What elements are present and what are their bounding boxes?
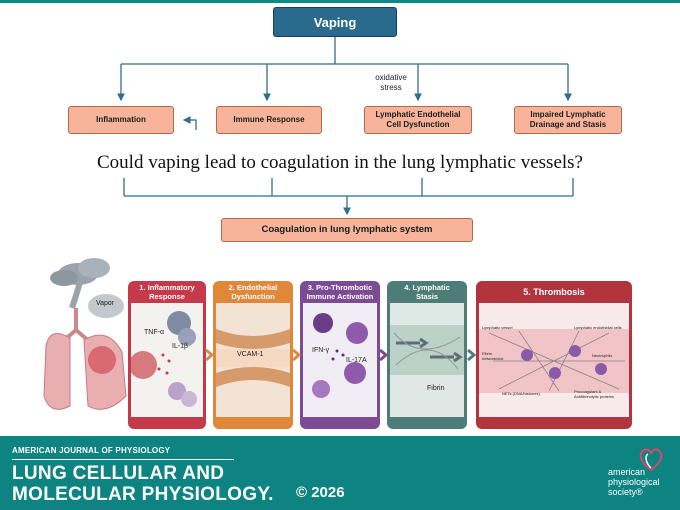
neutrophils-label: Neutrophils [592, 353, 613, 358]
il-17a-label: IL-17A [346, 357, 367, 364]
chevron-4-icon [467, 348, 476, 362]
lung-illustration [43, 258, 127, 410]
vaping-box: Vaping [273, 7, 397, 37]
chevron-2-icon [292, 348, 301, 362]
panel-4-art [390, 325, 464, 375]
journal-rule [12, 459, 234, 460]
top-accent-line [0, 0, 680, 3]
panel-5-art [479, 329, 629, 393]
chevron-3-icon [379, 348, 388, 362]
copyright: © 2026 [296, 484, 345, 501]
panel-2-art [216, 329, 290, 387]
panel-5-title: 5. Thrombosis [523, 286, 585, 297]
journal-footer [0, 436, 680, 510]
research-question: Could vaping lead to coagulation in the … [97, 152, 583, 173]
flowchart-connectors [117, 37, 574, 216]
journal-title-line1: LUNG CELLULAR AND [12, 463, 225, 484]
journal-title-line2: MOLECULAR PHYSIOLOGY. [12, 484, 274, 505]
journal-series-name: AMERICAN JOURNAL OF PHYSIOLOGY [12, 446, 171, 455]
panel-4-title: 4. Lymphatic Stasis [404, 283, 450, 301]
nets-label: NETs (DNA/histones) [502, 391, 540, 396]
panel-1-art [129, 311, 197, 407]
panel-thrombosis: 5. Thrombosis Lymphatic vessel Lymphatic… [476, 281, 632, 429]
ifn-gamma-label: IFN-γ [312, 347, 330, 354]
immune-response-box: Immune Response [216, 106, 322, 134]
fibrin-network-label: Fibrin network/clot [482, 351, 504, 361]
panel-2-title: 2. Endothelial Dysfunction [228, 283, 278, 301]
lymphatic-endothelial-cells-label: Lymphatic endothelial cells [574, 325, 622, 330]
panel-1-body [129, 303, 203, 417]
journal-title: LUNG CELLULAR AND MOLECULAR PHYSIOLOGY. [12, 463, 274, 505]
il-1beta-label: IL-1β [172, 343, 189, 350]
coagulation-outcome-box: Coagulation in lung lymphatic system [221, 218, 473, 242]
panel-3-body [303, 303, 377, 417]
lymphatic-vessel-label: Lymphatic vessel [482, 325, 513, 330]
oxidative-stress-label: oxidative stress [375, 73, 407, 92]
vcam-1-label: VCAM-1 [237, 351, 264, 358]
panel-lymphatic-stasis: 4. Lymphatic Stasis Fibrin [387, 281, 467, 429]
aps-logo-icon [639, 448, 663, 472]
panel-pro-thrombotic-activation: 3. Pro-Thrombotic Immune Activation IFN-… [300, 281, 380, 429]
panel-5-body [479, 303, 629, 417]
panel-3-title: 3. Pro-Thrombotic Immune Activation [306, 283, 374, 301]
panel-1-title: 1. Inflammatory Response [139, 283, 195, 301]
vapor-label: Vapor [96, 300, 115, 307]
vapor-cloud [50, 258, 124, 318]
panel-inflammatory-response: 1. Inflammatory Response TNF-α IL-1β [128, 281, 206, 429]
feedback-arrow [182, 116, 197, 130]
lymphatic-dysfunction-box: Lymphatic Endothelial Cell Dysfunction [364, 106, 472, 134]
inflammation-box: Inflammation [68, 106, 174, 134]
society-name: american physiological society® [608, 467, 660, 497]
panel-4-body [390, 303, 464, 417]
panel-2-body [216, 303, 290, 417]
fibrin-label: Fibrin [427, 385, 445, 392]
tnf-alpha-label: TNF-α [144, 329, 164, 336]
chevron-1-icon [205, 348, 214, 362]
impaired-drainage-box: Impaired Lymphatic Drainage and Stasis [514, 106, 622, 134]
panel-endothelial-dysfunction: 2. Endothelial Dysfunction VCAM-1 [213, 281, 293, 429]
procoagulant-label: Procoagulant & Antifibrinolytic proteins [574, 389, 615, 399]
panel-3-art [312, 313, 368, 398]
